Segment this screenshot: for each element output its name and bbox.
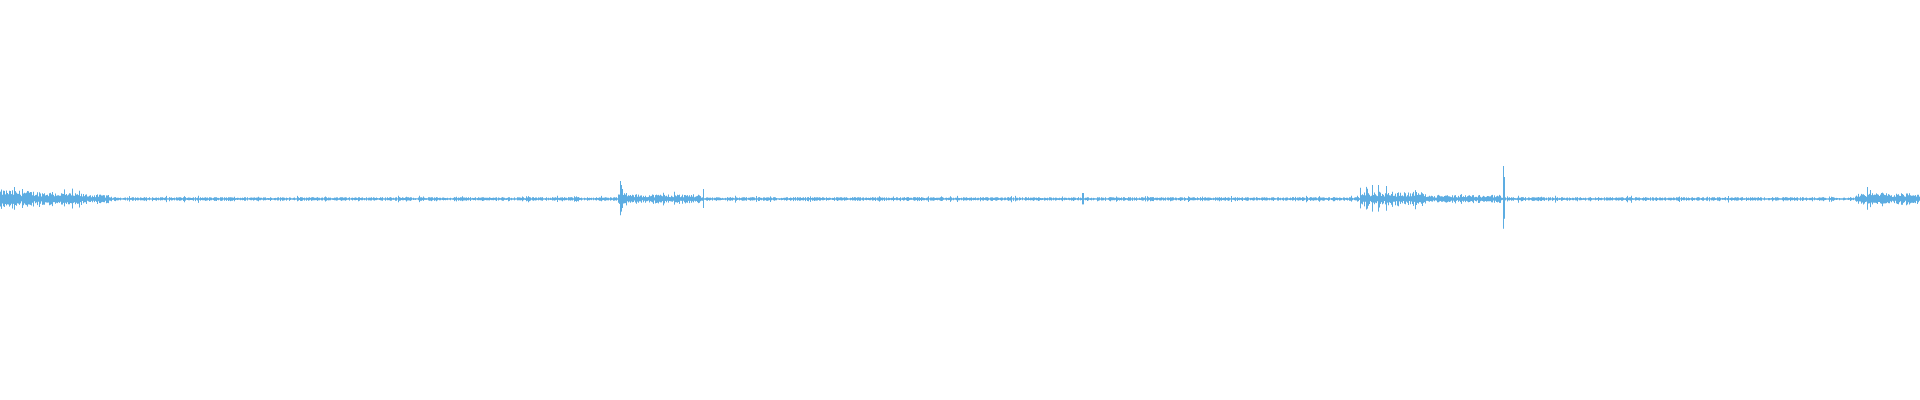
waveform-trace (0, 166, 1920, 229)
